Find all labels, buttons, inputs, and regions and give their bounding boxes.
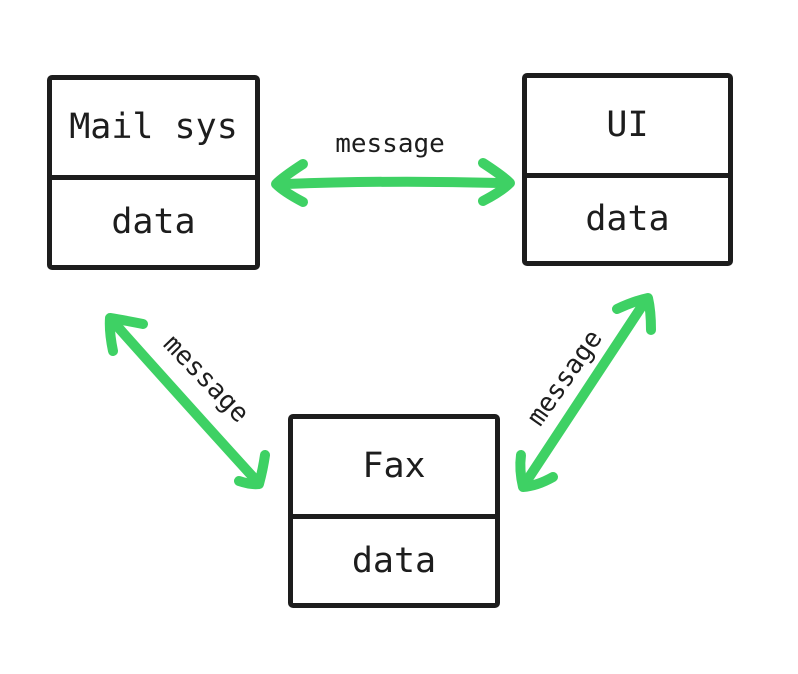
node-ui: UI data bbox=[522, 73, 733, 266]
node-data-label: data bbox=[585, 199, 670, 239]
arrow-head-top bbox=[104, 313, 148, 356]
arrow-head-right bbox=[478, 158, 515, 206]
arrow-shaft bbox=[523, 301, 647, 484]
node-fax: Fax data bbox=[288, 414, 500, 608]
node-title: Mail sys bbox=[69, 107, 238, 147]
node-title: UI bbox=[606, 105, 649, 145]
node-ui-title-cell: UI bbox=[527, 78, 728, 178]
arrow-shaft bbox=[112, 321, 258, 482]
node-mail-sys-title-cell: Mail sys bbox=[52, 80, 255, 180]
node-fax-data-cell: data bbox=[293, 519, 495, 603]
double-arrow-mailsys-fax-icon bbox=[104, 313, 270, 490]
node-data-label: data bbox=[351, 540, 437, 581]
arrow-head-top bbox=[612, 293, 656, 335]
node-ui-data-cell: data bbox=[527, 178, 728, 261]
node-mail-sys-data-cell: data bbox=[52, 180, 255, 265]
arrow-head-bottom bbox=[234, 450, 270, 490]
node-title: Fax bbox=[362, 446, 426, 486]
node-fax-title-cell: Fax bbox=[293, 419, 495, 519]
node-mail-sys: Mail sys data bbox=[47, 75, 260, 270]
arrow-shaft bbox=[281, 176, 505, 189]
double-arrow-fax-ui-icon bbox=[515, 293, 656, 492]
arrow-head-left bbox=[271, 159, 308, 207]
arrow-head-bottom bbox=[515, 450, 558, 492]
node-data-label: data bbox=[111, 202, 196, 242]
double-arrow-mailsys-ui-icon bbox=[271, 158, 515, 207]
connection-label-mailsys-ui: message bbox=[335, 129, 445, 159]
